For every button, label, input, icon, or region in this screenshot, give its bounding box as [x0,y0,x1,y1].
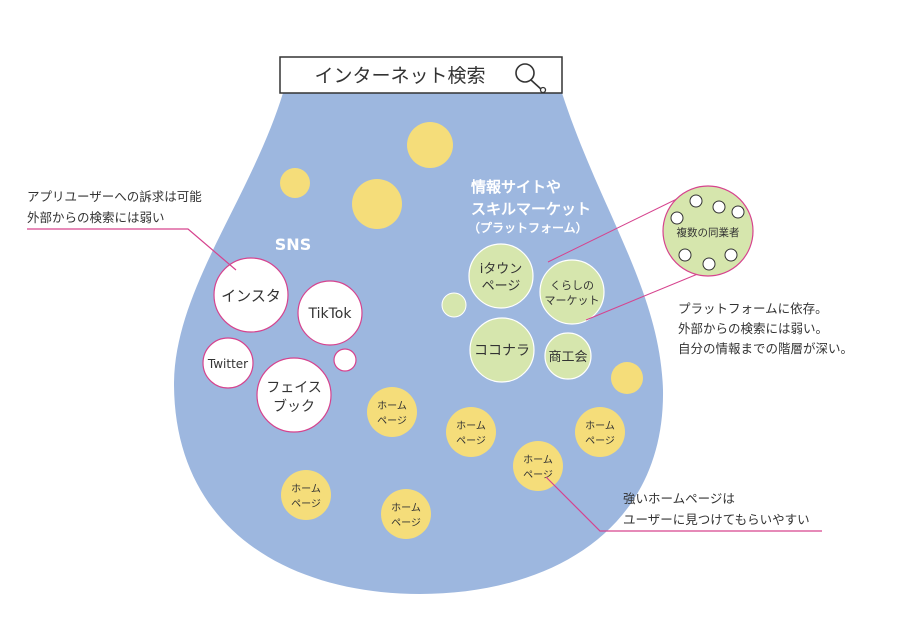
svg-text:商工会: 商工会 [548,350,587,365]
sns-bubble-twitter: Twitter [202,337,254,389]
search-label: インターネット検索 [314,65,485,87]
homepage-bubble: ホーム ページ [281,470,331,520]
sns-small-bubble [333,348,357,372]
svg-text:ページ: ページ [291,499,321,510]
homepage-bubble: ホーム ページ [575,407,625,457]
platform-heading-3: （プラットフォーム） [468,220,588,235]
svg-text:Twitter: Twitter [207,357,248,371]
sns-heading: SNS [275,235,311,254]
svg-text:ページ: ページ [585,436,615,447]
search-box[interactable]: インターネット検索 [279,56,563,94]
svg-text:インスタ: インスタ [221,287,281,305]
svg-text:ホーム: ホーム [377,400,407,412]
svg-text:ページ: ページ [391,518,421,529]
zoom-line [547,194,686,263]
svg-text:ブック: ブック [273,398,315,415]
svg-text:ページ: ページ [377,416,407,427]
platform-bubble-coconala: ココナラ [469,317,535,383]
decor-dot [280,168,310,198]
decor-dot [407,122,453,168]
homepage-bubble: ホーム ページ [381,489,431,539]
homepage-note-line2: ユーザーに見つけてもらいやすい [623,512,810,527]
svg-text:ホーム: ホーム [391,502,421,514]
homepage-bubble: ホーム ページ [513,441,563,491]
svg-text:くらしの: くらしの [550,279,594,292]
sns-bubble-insta: インスタ [213,257,289,333]
platform-bubble-shokokai: 商工会 [544,332,592,380]
platform-note-line3: 自分の情報までの階層が深い。 [678,341,853,356]
svg-text:ページ: ページ [482,279,521,294]
svg-text:ページ: ページ [523,470,553,481]
decor-dot [352,179,402,229]
platform-heading-2: スキルマーケット [471,200,591,218]
homepage-note-line1: 強いホームページは [623,491,735,506]
svg-text:ココナラ: ココナラ [474,343,530,359]
zoom-circle: 複数の同業者 [662,185,754,277]
platform-note-line1: プラットフォームに依存。 [678,301,828,316]
svg-text:ページ: ページ [456,436,486,447]
decor-dot [611,362,643,394]
svg-text:iタウン: iタウン [480,262,523,277]
svg-text:フェイス: フェイス [266,380,322,396]
svg-text:ホーム: ホーム [456,420,486,432]
search-icon [515,63,547,94]
sns-bubble-facebook: フェイス ブック [256,357,332,433]
homepage-bubble: ホーム ページ [367,387,417,437]
homepage-bubble: ホーム ページ [446,407,496,457]
sns-leader-line [27,228,237,271]
svg-text:ホーム: ホーム [523,454,553,466]
platform-bubble-itown: iタウン ページ [468,243,534,309]
zoom-label: 複数の同業者 [677,226,740,239]
sns-note-line2: 外部からの検索には弱い [27,210,165,225]
svg-text:TikTok: TikTok [308,306,353,322]
sns-bubble-tiktok: TikTok [297,280,363,346]
platform-bubble-kurashi: くらしの マーケット [539,259,605,325]
platform-note-line2: 外部からの検索には弱い。 [678,321,828,336]
svg-text:マーケット: マーケット [545,294,600,307]
svg-text:ホーム: ホーム [585,420,615,432]
homepage-leader-line [545,476,822,532]
decor-dot [441,292,467,318]
svg-text:ホーム: ホーム [291,483,321,495]
platform-heading-1: 情報サイトや [471,178,561,196]
sns-note-line1: アプリユーザーへの訴求は可能 [27,189,202,204]
